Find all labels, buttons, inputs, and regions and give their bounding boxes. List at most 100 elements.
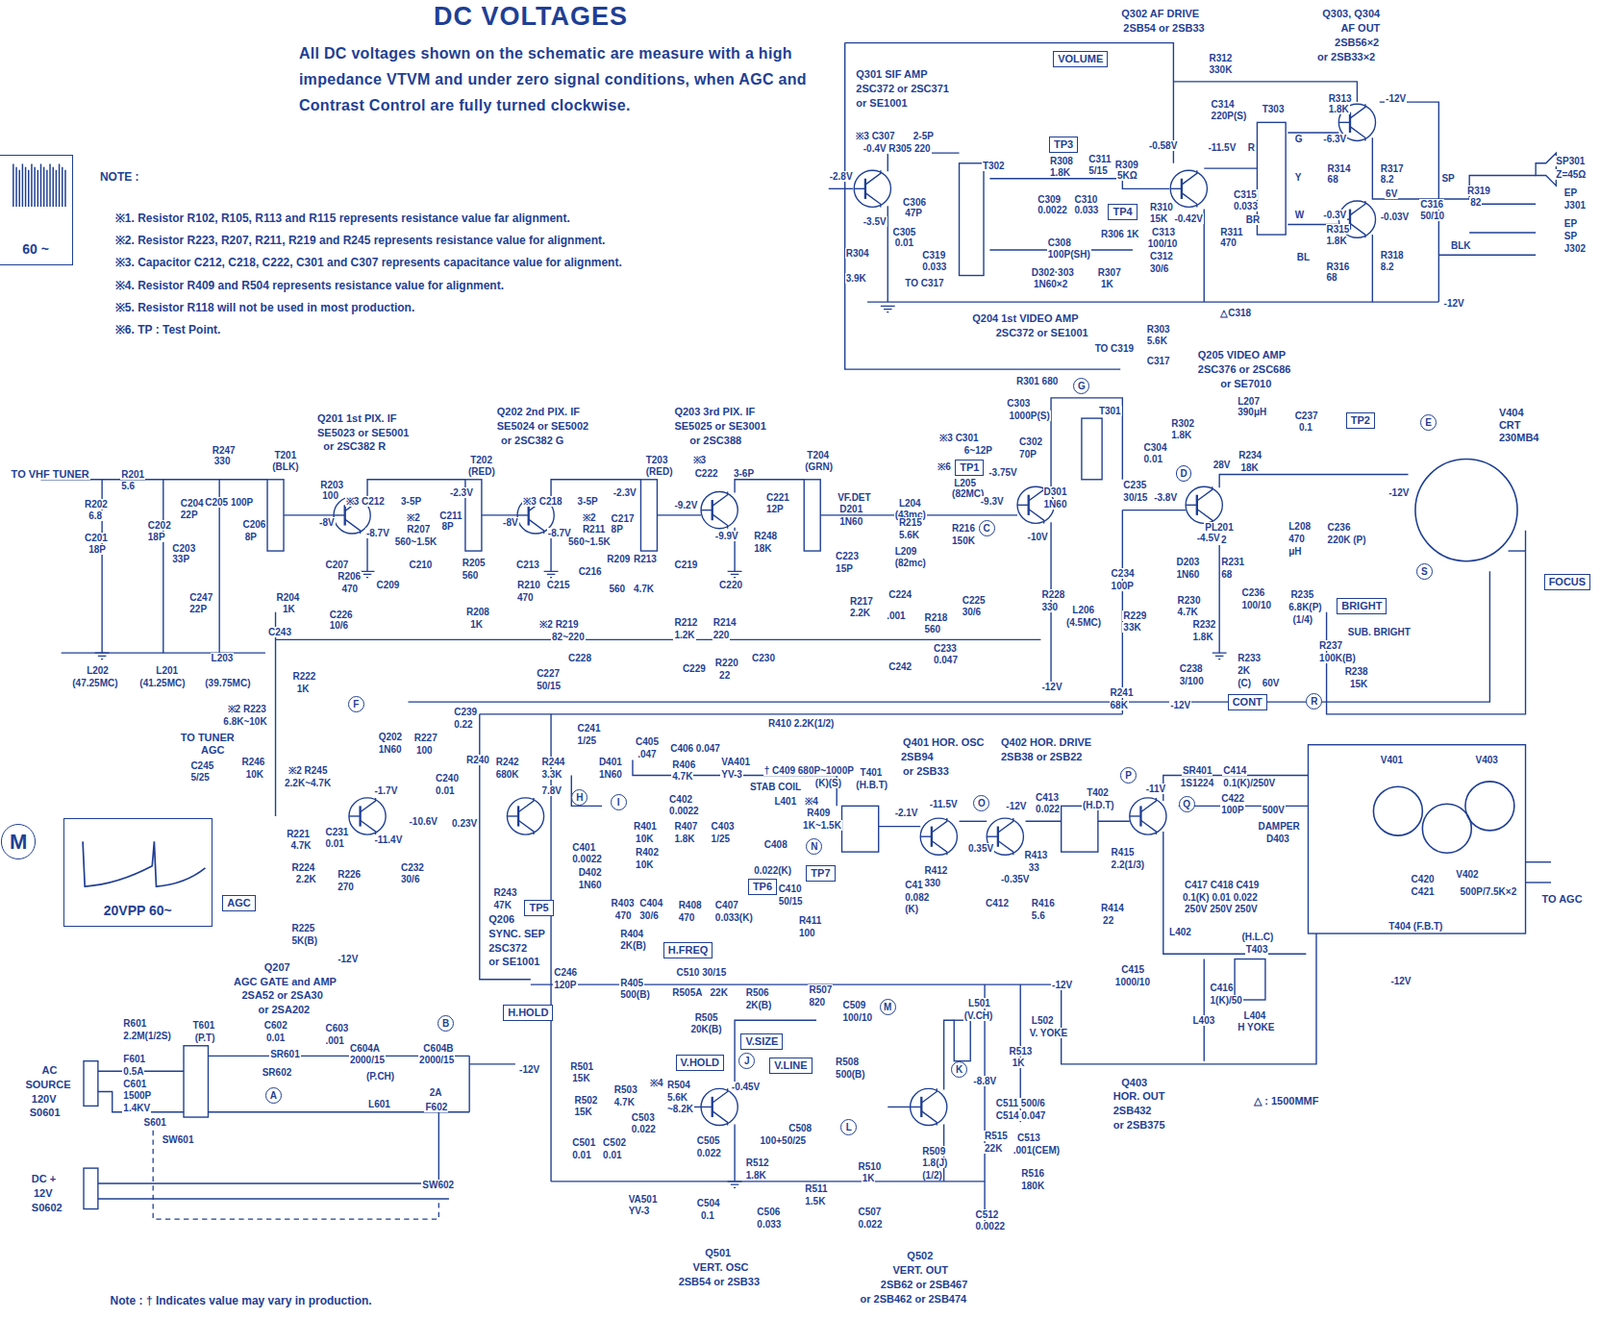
part-heading: or 2SB462 or 2SB474 (859, 1293, 969, 1305)
component-label: L501 (967, 998, 992, 1009)
node-text: 20VPP 60~ (103, 902, 173, 919)
test-point-circle: M (879, 999, 897, 1016)
component-label: 0.1(K) 0.01 0.022 (1181, 892, 1259, 903)
node-text: 60 ~ (22, 241, 50, 257)
test-point-circle: N (805, 838, 823, 855)
part-heading: AGC GATE and AMP (232, 975, 338, 988)
component-label: R505A (671, 987, 703, 999)
component-label: C236 (1326, 522, 1352, 533)
node-text: TP7 (810, 867, 830, 879)
component-label: ※3 C307 (854, 130, 896, 142)
component-label: R318 (1379, 250, 1405, 261)
part-heading: or 2SC382 R (322, 440, 387, 452)
component-label: C237 (1294, 410, 1320, 422)
transistor-lead (700, 1106, 713, 1108)
tube-symbol (1422, 803, 1472, 853)
wire (550, 1180, 985, 1182)
component-label: C304 (1143, 442, 1169, 453)
part-heading: 2SB54 or 2SB33 (677, 1275, 761, 1288)
component-label: R406 (671, 759, 697, 771)
part-heading: DC + (30, 1173, 57, 1185)
component-label: 15K (571, 1073, 591, 1084)
component-label: 500V (1261, 804, 1286, 816)
component-label: SR401 (1181, 765, 1214, 776)
component-label: C402 (668, 794, 694, 805)
component-label: (H.L.C) (1240, 931, 1275, 943)
component-label: C303 (1005, 398, 1031, 409)
part-heading: Q402 HOR. DRIVE (1000, 736, 1093, 749)
component-label: C216 (577, 566, 603, 577)
component-label: 33P (171, 553, 191, 565)
component-label: R505 (694, 1012, 720, 1024)
component-label: T403 (1245, 944, 1270, 955)
component-label: 1.4KV (122, 1102, 151, 1114)
wire (734, 479, 804, 494)
component-label: R412 (923, 865, 949, 876)
component-label: (1/2) (921, 1170, 944, 1181)
transistor-body (910, 1088, 948, 1125)
component-label: 82~220 (550, 631, 586, 643)
waveform-trace (15, 167, 17, 207)
component-label: 5/15 (1087, 165, 1108, 176)
component-label: SP301 (1554, 155, 1586, 167)
component-label: 50/15 (777, 896, 804, 907)
component-label: 6~12P (963, 445, 994, 456)
component-label: 270 (336, 881, 355, 893)
transformer-symbol (640, 479, 657, 551)
component-label: -2.3V (449, 487, 475, 499)
component-label: 10K (245, 769, 265, 780)
control-label-box: CONT (1227, 694, 1268, 711)
component-label: 0.022 (696, 1148, 723, 1159)
component-label: R206 (336, 571, 362, 582)
component-label: -9.2V (673, 500, 699, 511)
component-label: -4.5V (1196, 532, 1222, 544)
ground-lines (1212, 652, 1227, 659)
component-label: 20K(B) (689, 1024, 723, 1035)
component-label: YV-3 (720, 769, 744, 780)
component-label: ※3 C218 (522, 496, 563, 507)
component-label: R316 (1325, 261, 1351, 273)
component-label: (39.75MC) (203, 677, 251, 689)
component-label: R244 (540, 756, 566, 768)
component-label: 1.5K (803, 1196, 826, 1207)
component-label: Y (1294, 172, 1303, 183)
component-label: 1.8K (1327, 103, 1350, 115)
control-label-box: H.HOLD (502, 1004, 553, 1022)
component-label: 1K (281, 603, 297, 615)
ground-lines (727, 1181, 743, 1188)
component-label: 330 (213, 455, 232, 467)
component-label: R501 (569, 1061, 595, 1073)
component-label: (P.CH) (365, 1071, 396, 1082)
component-label: 1/25 (576, 735, 598, 747)
transistor-emitter (1181, 193, 1198, 208)
part-heading: 2SB54 or 2SB33 (1122, 22, 1205, 34)
component-label: SW602 (421, 1179, 455, 1191)
component-label: -12V (1169, 700, 1192, 711)
part-heading: or 2SC388 (688, 434, 743, 447)
component-label: C410 (777, 883, 803, 895)
part-heading: or 2SB33 (901, 765, 950, 777)
component-label: D401 (598, 756, 624, 768)
wire (550, 532, 551, 572)
component-label: ※2 R219 (538, 619, 579, 630)
wire (1098, 821, 1130, 823)
component-label: 1N60×2 (1032, 278, 1069, 290)
part-heading: VERT. OSC (692, 1261, 750, 1274)
component-label: L206 (1071, 604, 1096, 616)
part-heading: SE5024 or SE5002 (496, 420, 590, 432)
transistor-collector (1181, 170, 1198, 185)
component-label: 1.2K (673, 629, 696, 641)
component-label: -12V (1389, 975, 1412, 987)
component-label: 47K (493, 900, 513, 911)
component-label: ※4 (649, 1077, 665, 1089)
component-label: R508 (834, 1056, 860, 1068)
ground-lines (880, 305, 896, 312)
component-label: .047 (636, 749, 657, 760)
component-label: R229 (1122, 610, 1148, 622)
control-label-box: TP5 (524, 900, 553, 917)
component-label: -8V (501, 517, 520, 528)
component-label: R411 (798, 915, 823, 926)
component-label: D301 (1043, 486, 1069, 498)
component-label: 0.033(K) (714, 912, 754, 924)
waveform-box: 60 ~ (0, 154, 74, 266)
